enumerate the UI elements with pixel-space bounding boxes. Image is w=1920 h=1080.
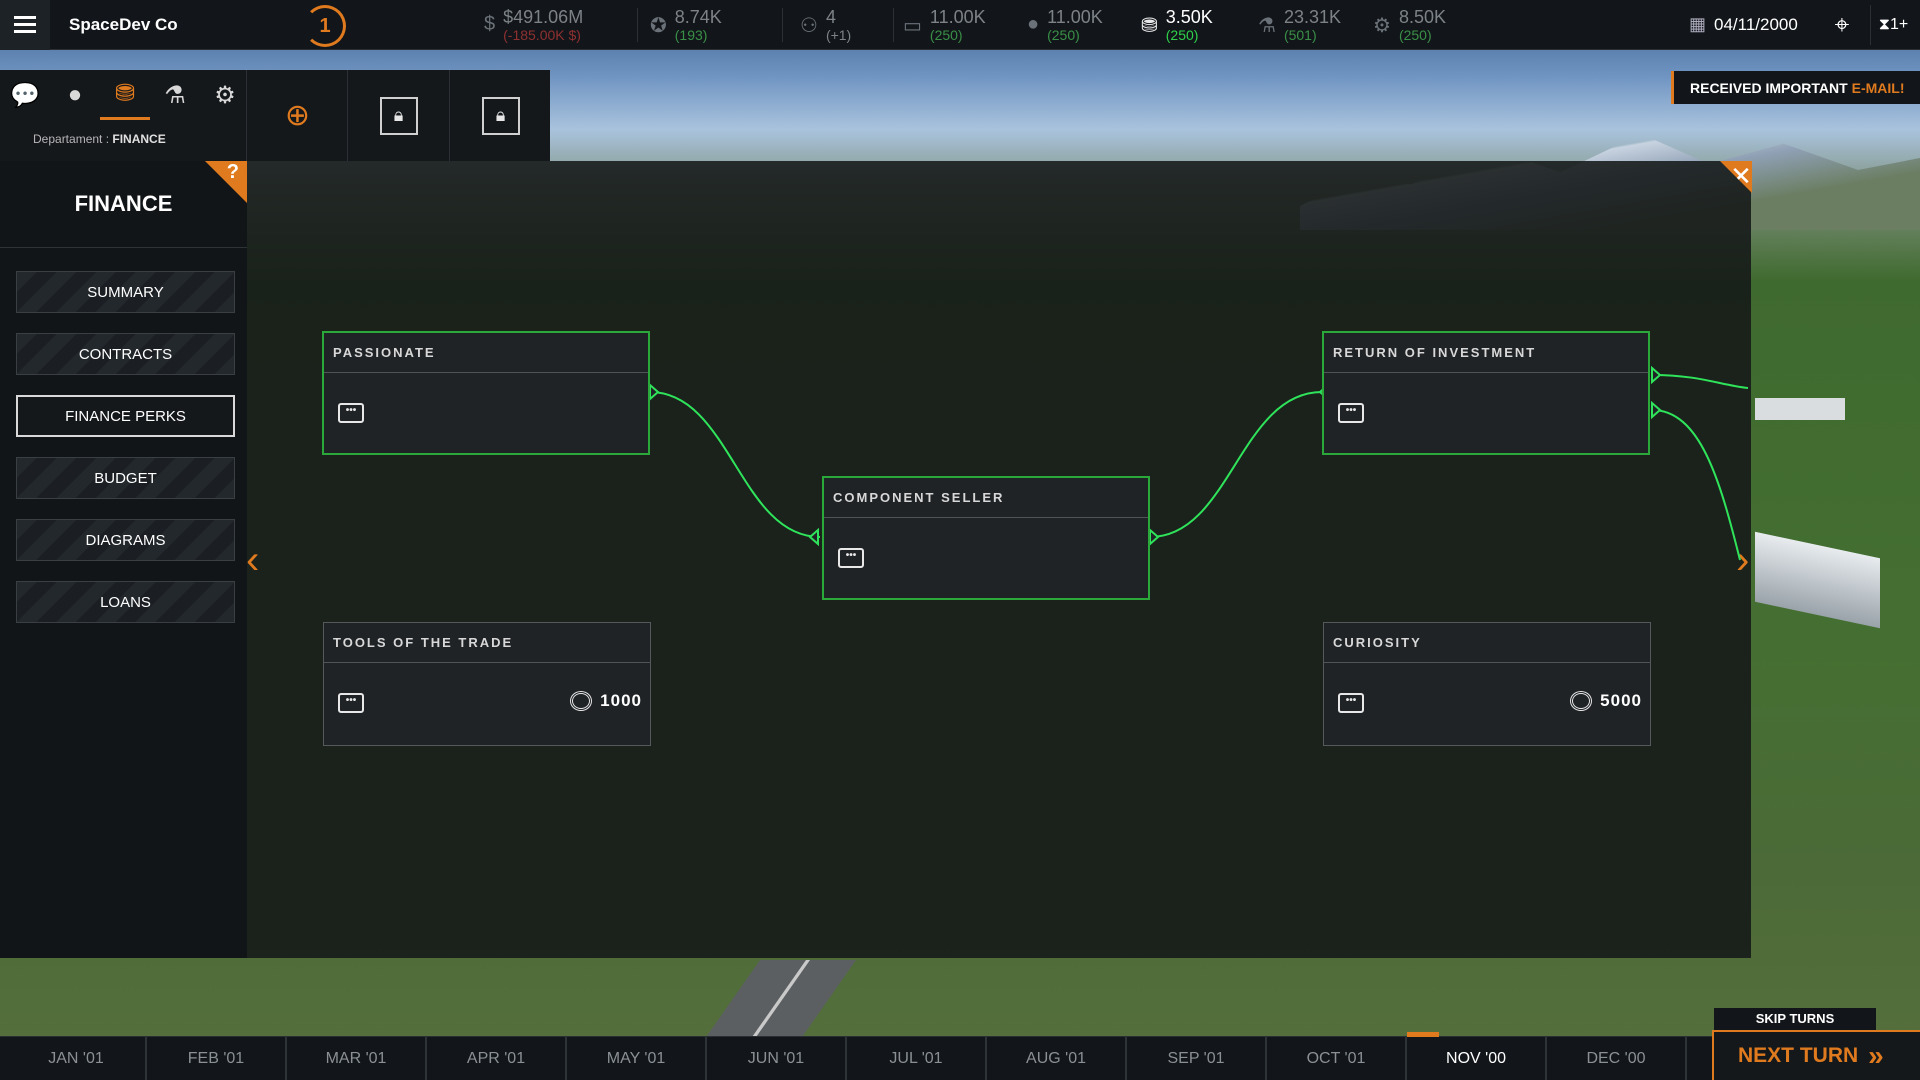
- timeline-month[interactable]: AUG '01: [987, 1037, 1127, 1080]
- timeline-month[interactable]: JUL '01: [847, 1037, 987, 1080]
- locked-slot[interactable]: 🔒︎: [347, 70, 449, 161]
- timeline-month[interactable]: JAN '01: [7, 1037, 147, 1080]
- crosshair-icon: ⌖: [1834, 9, 1850, 39]
- speed-icon: ⧗: [1878, 16, 1890, 33]
- person-icon: ●: [67, 81, 83, 108]
- nav-loans-button[interactable]: LOANS: [16, 581, 235, 623]
- money-icon: $: [484, 13, 496, 35]
- month-timeline: JAN '01 FEB '01 MAR '01 APR '01 MAY '01 …: [0, 1032, 1920, 1080]
- coins-icon: [1570, 691, 1593, 711]
- coins-icon: [570, 691, 593, 711]
- sidebar-title: FINANCE: [74, 191, 173, 216]
- department-tabs: 💬 ● ⛃ ⚗ ⚙ Departament : FINANCE ⊕ 🔒︎ 🔒︎: [0, 70, 550, 161]
- timeline-month[interactable]: MAR '01: [287, 1037, 427, 1080]
- communication-icon: ▭: [903, 15, 922, 37]
- background-building: [1755, 398, 1845, 420]
- hamburger-menu-button[interactable]: [0, 0, 50, 50]
- coins-icon: ⛃: [114, 80, 136, 107]
- perk-title: PASSIONATE: [324, 333, 648, 373]
- chat-icon[interactable]: •••: [1338, 403, 1364, 423]
- coins-icon: ⛃: [1141, 15, 1158, 37]
- science-icon: ⚗: [1258, 15, 1276, 37]
- gear-icon: ⚙: [214, 81, 236, 109]
- tab-communication[interactable]: 💬: [0, 70, 50, 120]
- finance-sidebar: ? FINANCE SUMMARY CONTRACTS FINANCE PERK…: [0, 161, 247, 958]
- lock-icon: 🔒︎: [379, 96, 418, 135]
- perk-cost: 1000: [570, 691, 642, 711]
- double-chevron-right-icon: »: [1868, 1040, 1884, 1071]
- background-road: [691, 960, 869, 1040]
- nav-budget-button[interactable]: BUDGET: [16, 457, 235, 499]
- timeline-month[interactable]: DEC '00: [1547, 1037, 1687, 1080]
- lock-icon: 🔒︎: [481, 96, 520, 135]
- email-notification[interactable]: RECEIVED IMPORTANT E-MAIL!: [1671, 71, 1920, 104]
- workers-icon: ⚇: [800, 15, 818, 37]
- stat-science[interactable]: ⚗ 23.31K(501): [1258, 7, 1341, 43]
- nav-finance-perks-button[interactable]: FINANCE PERKS: [16, 395, 235, 437]
- department-label: Departament : FINANCE: [33, 132, 166, 146]
- timeline-month[interactable]: MAY '01: [567, 1037, 707, 1080]
- top-bar: SpaceDev Co 1 $ $491.06M(-185.00K $) ✪ 8…: [0, 0, 1920, 50]
- game-date[interactable]: ▦ 04/11/2000: [1689, 14, 1798, 34]
- timeline-month[interactable]: SEP '01: [1127, 1037, 1267, 1080]
- perk-cost: 5000: [1570, 691, 1642, 711]
- tab-engineering[interactable]: ⚙: [200, 70, 250, 120]
- calendar-icon: ▦: [1689, 14, 1707, 34]
- timeline-month[interactable]: APR '01: [427, 1037, 567, 1080]
- chat-icon[interactable]: •••: [838, 548, 864, 568]
- locate-button[interactable]: ⌖: [1822, 5, 1862, 45]
- stat-communication[interactable]: ▭ 11.00K(250): [903, 7, 986, 43]
- hire-employee-slot[interactable]: ⊕: [246, 70, 348, 161]
- engineering-icon: ⚙: [1373, 15, 1391, 37]
- locked-slot[interactable]: 🔒︎: [449, 70, 551, 161]
- tab-science[interactable]: ⚗: [150, 70, 200, 120]
- company-name: SpaceDev Co: [69, 15, 178, 34]
- chat-icon[interactable]: •••: [338, 403, 364, 423]
- next-turn-button[interactable]: NEXT TURN »: [1712, 1030, 1920, 1080]
- perk-card-return-of-investment[interactable]: RETURN OF INVESTMENT •••: [1322, 331, 1650, 455]
- add-person-icon: ⊕: [284, 99, 311, 132]
- perk-card-curiosity[interactable]: CURIOSITY ••• 5000: [1323, 622, 1651, 746]
- stat-coins[interactable]: ⛃ 3.50K(250): [1141, 7, 1213, 43]
- scroll-right-arrow[interactable]: ›: [1736, 520, 1752, 600]
- perk-title: COMPONENT SELLER: [824, 478, 1148, 518]
- timeline-month-current[interactable]: NOV '00: [1407, 1032, 1547, 1080]
- skip-turns-button[interactable]: SKIP TURNS: [1714, 1008, 1876, 1030]
- perk-title: TOOLS OF THE TRADE: [324, 623, 650, 663]
- perk-card-tools-of-the-trade[interactable]: TOOLS OF THE TRADE ••• 1000: [323, 622, 651, 746]
- nav-contracts-button[interactable]: CONTRACTS: [16, 333, 235, 375]
- nav-summary-button[interactable]: SUMMARY: [16, 271, 235, 313]
- tab-staff[interactable]: ●: [50, 70, 100, 120]
- stat-workers[interactable]: ⚇ 4(+1): [800, 7, 852, 43]
- perk-title: RETURN OF INVESTMENT: [1324, 333, 1648, 373]
- tab-finance[interactable]: ⛃: [100, 70, 150, 120]
- perk-card-component-seller[interactable]: COMPONENT SELLER •••: [822, 476, 1150, 600]
- timeline-month[interactable]: JUN '01: [707, 1037, 847, 1080]
- stat-engineering[interactable]: ⚙ 8.50K(250): [1373, 7, 1446, 43]
- reputation-icon: ✪: [650, 15, 667, 37]
- menu-icon: [14, 16, 36, 19]
- stat-money[interactable]: $ $491.06M(-185.00K $): [484, 7, 584, 43]
- stat-staff[interactable]: ● 11.00K(250): [1027, 7, 1103, 43]
- chevron-left-icon: ‹: [246, 538, 260, 582]
- chat-icon[interactable]: •••: [338, 693, 364, 713]
- scroll-left-arrow[interactable]: ‹: [246, 520, 262, 600]
- timeline-month[interactable]: FEB '01: [147, 1037, 287, 1080]
- game-speed-button[interactable]: ⧗1+: [1870, 5, 1916, 45]
- background-building: [1755, 531, 1880, 629]
- chat-bubbles-icon: 💬: [10, 81, 40, 109]
- nav-diagrams-button[interactable]: DIAGRAMS: [16, 519, 235, 561]
- divider: [0, 247, 247, 248]
- timeline-month[interactable]: OCT '01: [1267, 1037, 1407, 1080]
- flask-icon: ⚗: [164, 81, 186, 109]
- chat-icon[interactable]: •••: [1338, 693, 1364, 713]
- perk-card-passionate[interactable]: PASSIONATE •••: [322, 331, 650, 455]
- stat-reputation[interactable]: ✪ 8.74K(193): [650, 7, 722, 43]
- perk-title: CURIOSITY: [1324, 623, 1650, 663]
- staff-icon: ●: [1027, 13, 1040, 35]
- level-badge[interactable]: 1: [304, 5, 346, 47]
- chevron-right-icon: ›: [1736, 538, 1750, 582]
